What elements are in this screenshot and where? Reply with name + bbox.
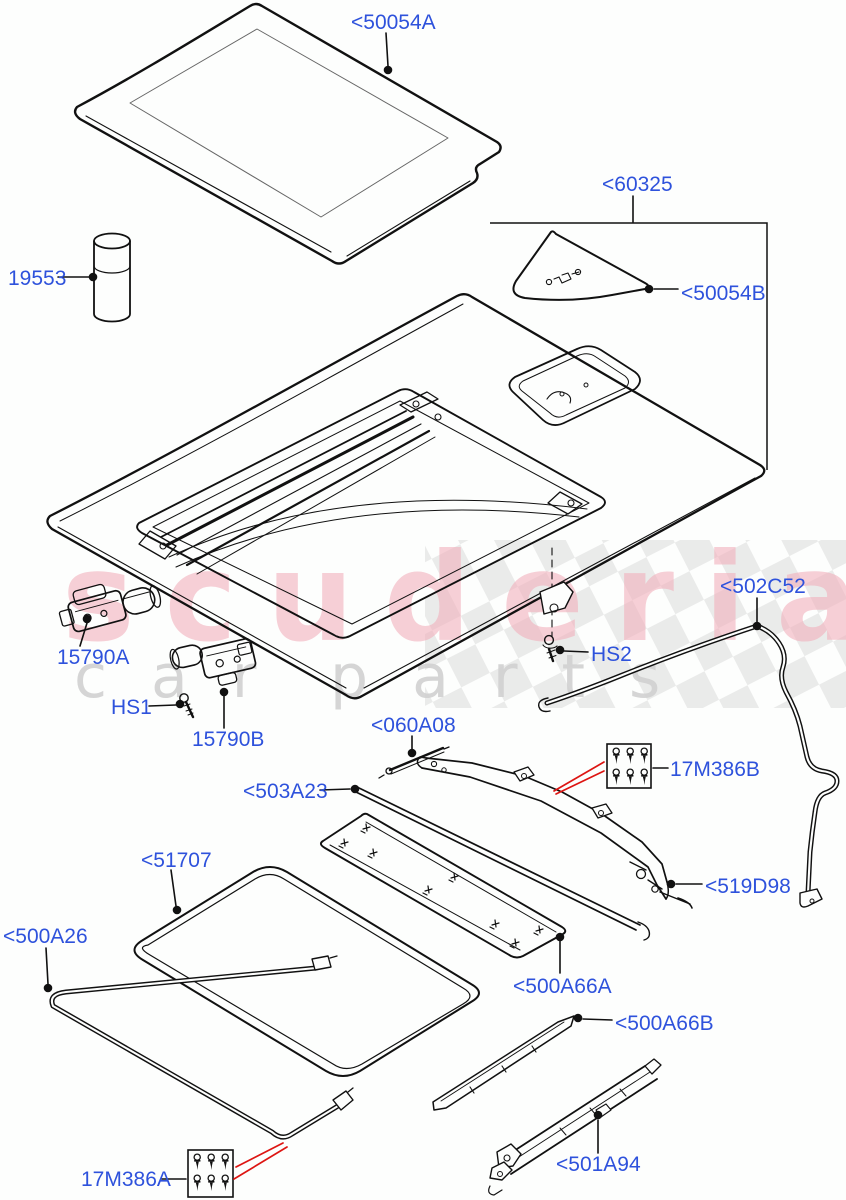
leader-line-HS1 [148,704,177,707]
part-label-60325[interactable]: <60325 [602,173,673,196]
red-leader-line-17M386B [555,770,605,795]
part-label-060A08[interactable]: <060A08 [371,714,456,737]
leader-line-HS2 [563,650,589,653]
guide-rail-art [488,1058,662,1196]
part-label-19553[interactable]: 19553 [8,267,66,290]
part-label-501A94[interactable]: <501A94 [556,1153,641,1176]
watermark-subtext-left: car [74,642,300,712]
leader-dot-500A66A [555,932,565,942]
guide-strip-art [432,1015,575,1111]
leader-line-500A26 [45,947,49,985]
leader-dot-503A23 [350,784,360,794]
part-label-502C52[interactable]: <502C52 [720,575,806,598]
bracket-line-60325 [490,222,768,470]
glass-seal-ring-art [133,866,480,1077]
leader-dot-50054A [383,65,393,75]
part-label-15790A[interactable]: 15790A [57,646,129,669]
lubricant-can-art [93,232,131,323]
leader-dot-51707 [172,905,182,915]
leader-dot-501A94 [593,1110,603,1120]
leader-dot-15790B [219,687,229,697]
leader-dot-15790A [82,614,92,624]
part-label-HS2[interactable]: HS2 [591,643,632,666]
leader-dot-50054B [644,284,654,294]
leader-dot-500A26 [43,983,53,993]
leader-line-50054A [385,32,389,67]
part-label-50054A[interactable]: <50054A [351,11,436,34]
sunshade-motor-b-art [169,637,257,686]
leader-dot-519D98 [666,879,676,889]
labels-layer: <50054A 19553 <60325 <50054B 15790A HS1 15790B… [3,11,806,1198]
part-label-500A26[interactable]: <500A26 [3,925,88,948]
screw-hs1-art [179,693,195,719]
part-label-15790B[interactable]: 15790B [192,728,264,751]
leader-line-51707 [170,869,177,907]
part-label-50054B[interactable]: <50054B [681,282,766,305]
front-seal-strip-art [355,786,651,941]
sunshade-panel-art [319,812,567,959]
right-drain-tube-art [538,623,840,908]
leader-line-500A66B [582,1018,613,1021]
leader-dot-060A08 [407,748,417,758]
leader-dot-19553 [88,272,98,282]
left-drain-tube-art [49,955,354,1140]
screw-hs2-art [542,634,558,663]
red-leader-line-17M386B [553,761,605,792]
part-label-519D98[interactable]: <519D98 [705,875,791,898]
part-label-17M386B[interactable]: 17M386B [670,758,760,781]
glass-panel-art [73,2,502,265]
leader-dot-500A66B [573,1013,583,1023]
sunroof-motor-a-art [58,583,162,633]
leader-dot-502C52 [752,621,762,631]
part-label-17M386A[interactable]: 17M386A [81,1168,171,1191]
leader-line-503A23 [319,788,351,791]
red-leader-line-17M386A [235,1142,284,1168]
line-art [46,2,840,1196]
red-leader-line-17M386A [233,1146,288,1180]
leader-line-15790A [79,622,88,647]
part-label-500A66A[interactable]: <500A66A [513,975,612,998]
watermark: scuderia car parts [62,527,846,712]
deflector-flap-art [512,230,650,301]
wind-deflector-bar-art [416,756,693,909]
part-label-HS1[interactable]: HS1 [111,696,152,719]
roof-panel-art [46,293,766,700]
part-label-51707[interactable]: <51707 [141,849,212,872]
checkered-flag-watermark [425,540,846,708]
leader-dot-HS1 [175,699,185,709]
part-label-500A66B[interactable]: <500A66B [615,1012,714,1035]
part-label-503A23[interactable]: <503A23 [243,780,328,803]
leader-dot-HS2 [555,645,565,655]
watermark-subtext-right: parts [330,642,704,712]
hardware-kit-box-17M386B [606,743,652,789]
